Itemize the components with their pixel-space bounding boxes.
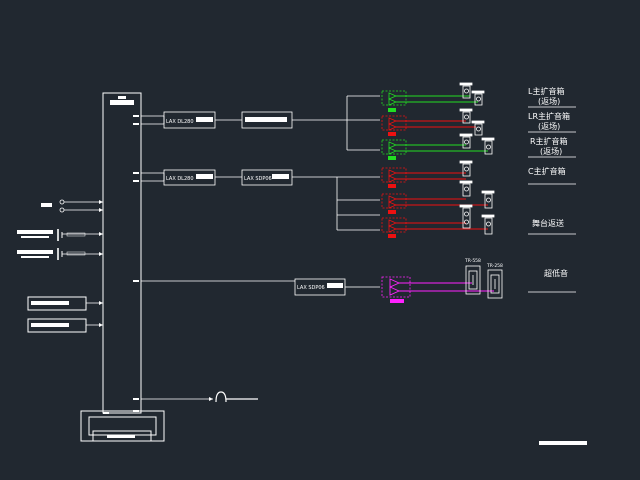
rack-top-label [110, 100, 134, 105]
speaker-icon [459, 204, 473, 229]
distribution-bus-1 [346, 95, 380, 151]
jack-icon [59, 199, 65, 205]
rack-top-tab [118, 96, 126, 99]
channel-indicator [390, 299, 404, 303]
amplifier-1-label: LAX DL280 [166, 119, 194, 125]
speaker-icon [459, 160, 473, 177]
label-l-main-sub: (返场) [538, 97, 560, 106]
speaker-icon [459, 133, 473, 149]
channel-group-r-main [381, 139, 488, 160]
playback-device-1 [27, 296, 103, 311]
channel-indicator [388, 132, 396, 136]
speaker-icon [459, 180, 473, 197]
channel-indicator [388, 184, 396, 188]
label-subwoofer: 超低音 [544, 268, 568, 278]
wireless-receiver-1 [17, 229, 103, 241]
channel-group-stage-return-1 [381, 193, 488, 214]
jack-icon [59, 207, 65, 213]
amplifier-3-box [241, 169, 293, 186]
speaker-icon [459, 82, 473, 99]
label-r-main-sub: (返场) [540, 147, 562, 156]
distribution-bus-2 [336, 176, 380, 231]
title-block-bar [539, 441, 587, 445]
amplifier-4-label: LAX SDP06 [297, 285, 325, 291]
rack-base-inner [88, 416, 157, 436]
speaker-icons [459, 82, 503, 299]
channel-indicator [388, 156, 396, 160]
speaker-icon [471, 120, 485, 136]
wireless-receiver-2 [17, 248, 103, 260]
subwoofer-icon-left [465, 265, 481, 295]
channel-indicator [388, 108, 396, 112]
channel-group-lr-main [381, 115, 476, 136]
playback-device-2 [27, 318, 103, 333]
amplifier-labels: LAX DL280 LAX DL280 LAX SDP06 LAX SDP06 [166, 117, 343, 291]
channel-group-c-main [381, 167, 466, 188]
rack-base-label [107, 435, 135, 438]
processor-1-label-bar [245, 117, 287, 122]
channel-group-l-main [381, 90, 478, 112]
speaker-model-right: TR-258 [486, 263, 503, 269]
speaker-icon [481, 214, 495, 235]
label-lr-main: LR主扩音箱 [528, 111, 570, 121]
speaker-icon [471, 90, 485, 106]
zone-labels: L主扩音箱 (返场) LR主扩音箱 (返场) R主扩音箱 (返场) C主扩音箱 … [528, 86, 576, 293]
label-l-main: L主扩音箱 [528, 86, 564, 96]
label-stage-return: 舞台返送 [532, 218, 564, 228]
mixer-rack [80, 92, 165, 442]
amplifier-2-box [163, 169, 216, 186]
channel-indicator [388, 234, 396, 238]
speaker-icon [481, 190, 495, 209]
label-lr-main-sub: (返场) [538, 122, 560, 131]
mic-input-1 [41, 199, 103, 207]
channel-group-subwoofer [381, 276, 494, 303]
speaker-icon [481, 137, 495, 155]
channel-group-stage-return-2 [381, 217, 488, 238]
input-sources [17, 199, 103, 333]
label-c-main: C主扩音箱 [528, 166, 566, 176]
rack-markings [103, 96, 139, 438]
rack-base-tray [92, 430, 152, 442]
label-r-main: R主扩音箱 [530, 136, 568, 146]
mixer-rack-frame [102, 92, 142, 414]
amplifier-3-label: LAX SDP06 [244, 176, 272, 182]
mic-input-2 [59, 207, 103, 213]
amplifier-2-label: LAX DL280 [166, 176, 194, 182]
subwoofer-icon-right [487, 269, 503, 299]
amplifier-chain [141, 111, 360, 400]
speaker-icon [459, 108, 473, 124]
speaker-model-left: TR-558 [464, 258, 481, 264]
channel-indicator [388, 210, 396, 214]
headphone-icon [209, 391, 258, 403]
